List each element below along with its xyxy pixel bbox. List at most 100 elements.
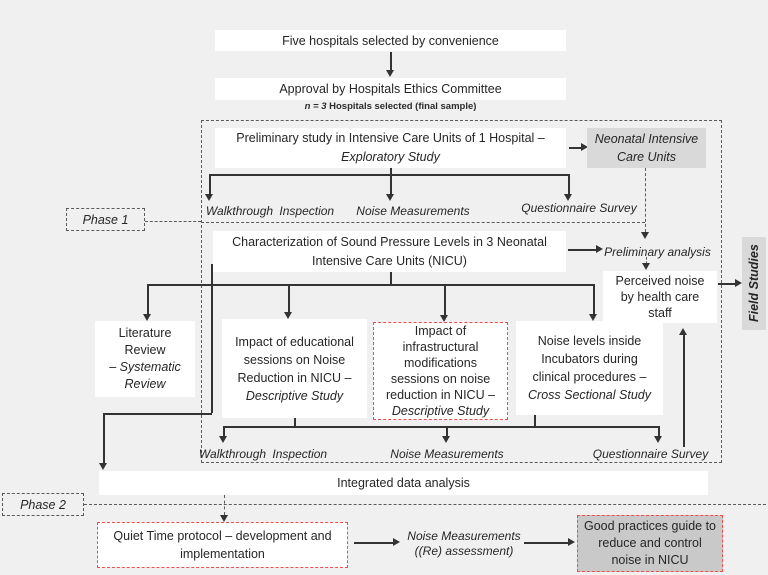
bracket1-head-mid: [386, 194, 394, 201]
arrow-up-to-perceived-head: [679, 328, 687, 335]
sample-note: n = 3 Hospitals selected (final sample): [215, 101, 566, 112]
phase1-connector: [145, 221, 201, 222]
dashed-integrated-to-quiet-line: [224, 495, 225, 515]
phase2-label: Phase 2: [20, 497, 66, 512]
arrow-quiet-to-reassess-line: [354, 542, 393, 544]
phase1-label-box: Phase 1: [66, 208, 145, 231]
node-field-studies: Field Studies: [742, 237, 766, 330]
arrow-preliminary-to-nicu-head: [581, 143, 588, 151]
node-five-hospitals: Five hospitals selected by convenience: [215, 30, 566, 51]
dashed-analysis-to-perceived-line: [646, 257, 647, 264]
node-educational-sub: Descriptive Study: [245, 388, 344, 403]
node-infrastructural-modifications: Impact of infrastructural modifications …: [373, 322, 508, 420]
node-infrastructural-sub: Descriptive Study: [391, 404, 490, 418]
arrow-char-to-analysis-line: [568, 249, 596, 251]
bracket1-stub: [390, 168, 392, 174]
bracket1-drop-mid: [390, 174, 392, 194]
bracket2-drop-left: [223, 426, 225, 437]
phase1-label: Phase 1: [82, 212, 129, 227]
arrow-five-to-ethics-head: [386, 70, 394, 77]
bracket2-head-mid: [442, 436, 450, 443]
bracket2-head-right: [654, 436, 662, 443]
node-ethics-approval-text: Approval by Hospitals Ethics Committee: [279, 82, 502, 96]
sample-note-n: n = 3: [304, 101, 327, 112]
bracket1-head-right: [564, 194, 572, 201]
node-neonatal-icu-text: Neonatal Intensive Care Units: [594, 132, 699, 164]
node-literature-review: Literature Review – Systematic Review: [95, 321, 195, 397]
arrow-preliminary-to-nicu-line: [569, 147, 581, 149]
phase2-label-box: Phase 2: [2, 493, 84, 516]
lpath-vertical-lower: [103, 413, 105, 464]
node-incubators-sub: Cross Sectional Study: [528, 388, 651, 402]
lpath-horizontal: [103, 413, 212, 415]
bracket1-head-left: [205, 194, 213, 201]
dashed-integrated-to-quiet-head: [220, 515, 228, 522]
label-reassessment-line1: Noise Measurements: [407, 529, 521, 543]
branch2-drop-infrastructural: [444, 284, 446, 316]
bracket2-drop-mid: [446, 426, 448, 437]
node-characterization-text: Characterization of Sound Pressure Level…: [232, 234, 547, 268]
branch2-head-infrastructural: [440, 315, 448, 322]
arrow-char-to-analysis-head: [596, 245, 603, 253]
node-perceived-noise: Perceived noise by health care staff: [603, 271, 717, 323]
lpath-head: [99, 463, 107, 470]
branch2-head-educational: [284, 312, 292, 319]
arrow-five-to-ethics-line: [390, 52, 392, 70]
bracket2-stub-incubators: [534, 415, 536, 426]
bracket2-bar: [223, 426, 659, 428]
node-five-hospitals-text: Five hospitals selected by convenience: [282, 33, 499, 48]
branch2-drop-literature: [147, 284, 149, 315]
bracket2-stub-educational: [294, 418, 296, 426]
node-literature-main: Literature Review: [118, 326, 172, 357]
node-literature-sub: – Systematic Review: [109, 360, 181, 391]
node-field-studies-text: Field Studies: [747, 244, 761, 323]
branch2-head-incubators: [589, 314, 597, 321]
node-educational-main: Impact of educational sessions on Noise …: [235, 334, 354, 385]
node-preliminary-study-sub: Exploratory Study: [341, 150, 440, 164]
method-questionnaire-bottom: Questionnaire Survey: [592, 447, 709, 461]
node-incubator-noise: Noise levels inside Incubators during cl…: [516, 321, 663, 415]
bracket2-head-left: [219, 436, 227, 443]
branch2-bar: [147, 284, 594, 286]
node-integrated-analysis: Integrated data analysis: [99, 471, 708, 495]
branch2-head-literature: [143, 314, 151, 321]
label-reassessment-line2: ((Re) assessment): [414, 544, 514, 558]
node-preliminary-study: Preliminary study in Intensive Care Unit…: [215, 128, 566, 168]
lpath-vertical-upper: [211, 264, 213, 413]
dashed-nicu-to-analysis-head: [641, 232, 649, 239]
branch2-drop-incubators: [593, 284, 595, 315]
arrow-perceived-to-field-head: [735, 279, 742, 287]
node-good-practices-text: Good practices guide to reduce and contr…: [583, 519, 717, 567]
phase2-boundary-line: [84, 504, 766, 505]
node-neonatal-icu: Neonatal Intensive Care Units: [587, 128, 706, 168]
node-preliminary-study-main: Preliminary study in Intensive Care Unit…: [236, 131, 545, 145]
method-noise-top: Noise Measurements: [356, 204, 470, 218]
node-characterization: Characterization of Sound Pressure Level…: [213, 231, 566, 272]
sample-note-rest: Hospitals selected (final sample): [326, 101, 477, 112]
bracket1-drop-left: [209, 174, 211, 194]
arrow-quiet-to-reassess-head: [393, 538, 400, 546]
method-questionnaire-top: Questionnaire Survey: [521, 201, 637, 215]
node-integrated-analysis-text: Integrated data analysis: [337, 476, 470, 490]
method-noise-bottom: Noise Measurements: [390, 447, 504, 461]
node-educational-sessions: Impact of educational sessions on Noise …: [222, 319, 367, 418]
label-reassessment: Noise Measurements ((Re) assessment): [406, 529, 522, 559]
dashed-analysis-to-perceived-head: [642, 263, 650, 270]
phase1-inner-divider: [201, 222, 645, 223]
label-preliminary-analysis: Preliminary analysis: [604, 245, 711, 259]
arrow-perceived-to-field-line: [718, 283, 735, 285]
node-good-practices: Good practices guide to reduce and contr…: [577, 515, 723, 572]
node-ethics-approval: Approval by Hospitals Ethics Committee: [215, 78, 566, 100]
arrow-reassess-to-guide-head: [568, 538, 575, 546]
node-incubators-main: Noise levels inside Incubators during cl…: [532, 334, 647, 384]
branch2-stub: [390, 272, 392, 284]
phase1-boundary: [201, 120, 722, 463]
arrow-reassess-to-guide-line: [524, 542, 568, 544]
bracket1-bar: [209, 174, 569, 176]
node-quiet-time-text: Quiet Time protocol – development and im…: [113, 529, 332, 561]
bracket1-drop-right: [568, 174, 570, 194]
branch2-drop-educational: [288, 284, 290, 313]
dashed-nicu-to-analysis-line: [645, 168, 646, 232]
method-walkthrough-bottom: Walkthrough Inspection: [198, 447, 328, 461]
